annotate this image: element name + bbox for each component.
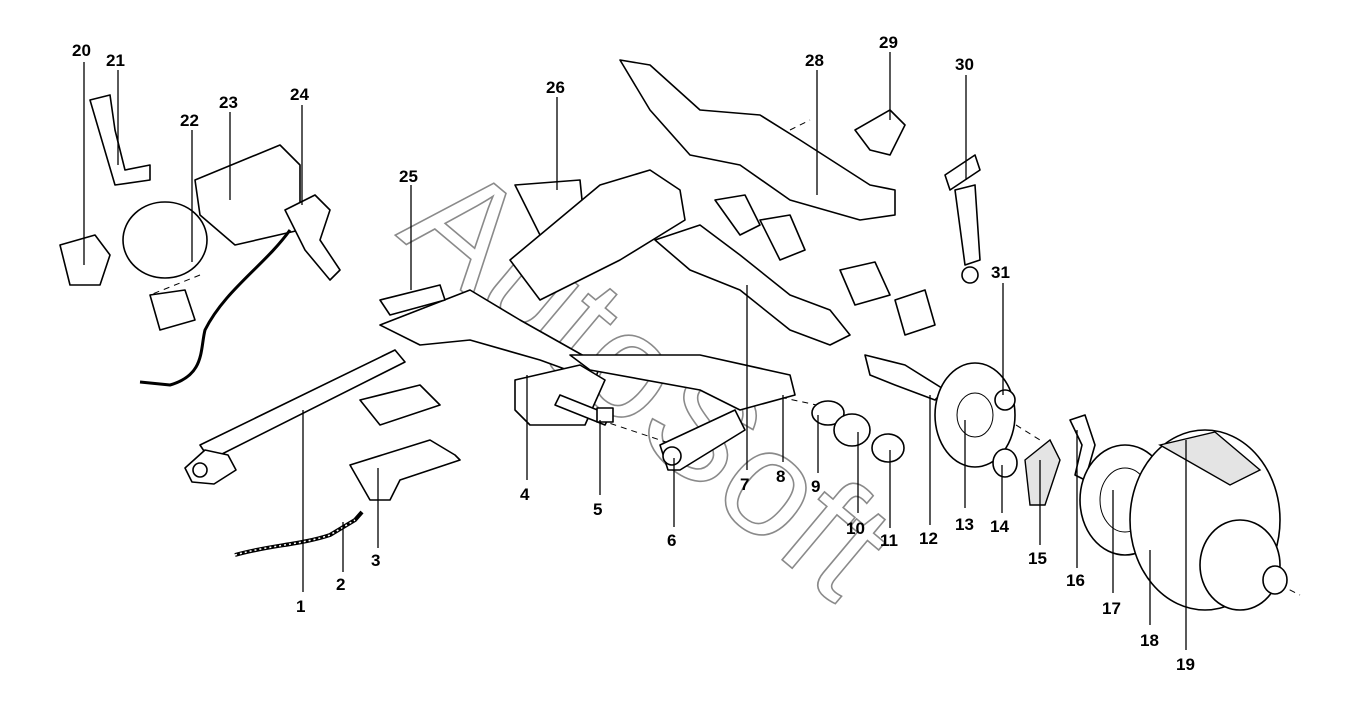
bushings (811, 400, 905, 463)
callout-17: 17 (1102, 599, 1121, 618)
callout-12: 12 (919, 529, 938, 548)
panhard-rod-bracket (379, 284, 446, 316)
callout-19: 19 (1176, 655, 1195, 674)
brake-backing-plate (934, 362, 1016, 468)
callout-18: 18 (1140, 631, 1159, 650)
callout-29: 29 (879, 33, 898, 52)
callout-4: 4 (520, 485, 530, 504)
callout-15: 15 (1028, 549, 1047, 568)
callout-1: 1 (296, 597, 305, 616)
callout-5: 5 (593, 500, 602, 519)
callout-20: 20 (72, 41, 91, 60)
crossmember (619, 59, 896, 221)
callout-numbers: 1 2 3 4 5 6 7 8 9 10 11 12 13 14 15 16 1… (72, 33, 1195, 674)
brake-booster-assembly (59, 94, 301, 331)
callout-14: 14 (990, 517, 1009, 536)
callout-11: 11 (880, 531, 898, 550)
callout-25: 25 (399, 167, 418, 186)
callout-3: 3 (371, 551, 380, 570)
brake-hose (234, 510, 364, 557)
brake-shoes (1024, 414, 1096, 506)
callout-8: 8 (776, 467, 785, 486)
wheel-and-tyre (1129, 429, 1288, 611)
trailing-arm (659, 409, 746, 471)
callout-30: 30 (955, 55, 974, 74)
mounting-bracket (349, 384, 461, 501)
shock-absorber (944, 154, 981, 284)
callout-6: 6 (667, 531, 676, 550)
callout-9: 9 (811, 477, 820, 496)
rear-axle-housing (379, 289, 611, 426)
callout-2: 2 (336, 575, 345, 594)
brake-line (139, 229, 292, 387)
callout-7: 7 (740, 475, 749, 494)
callout-31: 31 (991, 263, 1010, 282)
callout-23: 23 (219, 93, 238, 112)
bolt (596, 407, 614, 423)
callout-28: 28 (805, 51, 824, 70)
cv-boots (714, 194, 936, 336)
callout-10: 10 (846, 519, 865, 538)
callout-16: 16 (1066, 571, 1085, 590)
suspension-link (569, 354, 796, 411)
callout-13: 13 (955, 515, 974, 534)
callout-22: 22 (180, 111, 199, 130)
mount-bracket (854, 109, 906, 156)
brake-pedal (284, 194, 341, 281)
differential-housing (509, 169, 686, 301)
callout-24: 24 (290, 85, 309, 104)
callout-26: 26 (546, 78, 565, 97)
callout-21: 21 (106, 51, 125, 70)
propeller-shaft (184, 349, 406, 485)
drive-shaft (654, 224, 946, 401)
wheel-cylinder (992, 448, 1018, 478)
leader-lines (83, 52, 1187, 650)
